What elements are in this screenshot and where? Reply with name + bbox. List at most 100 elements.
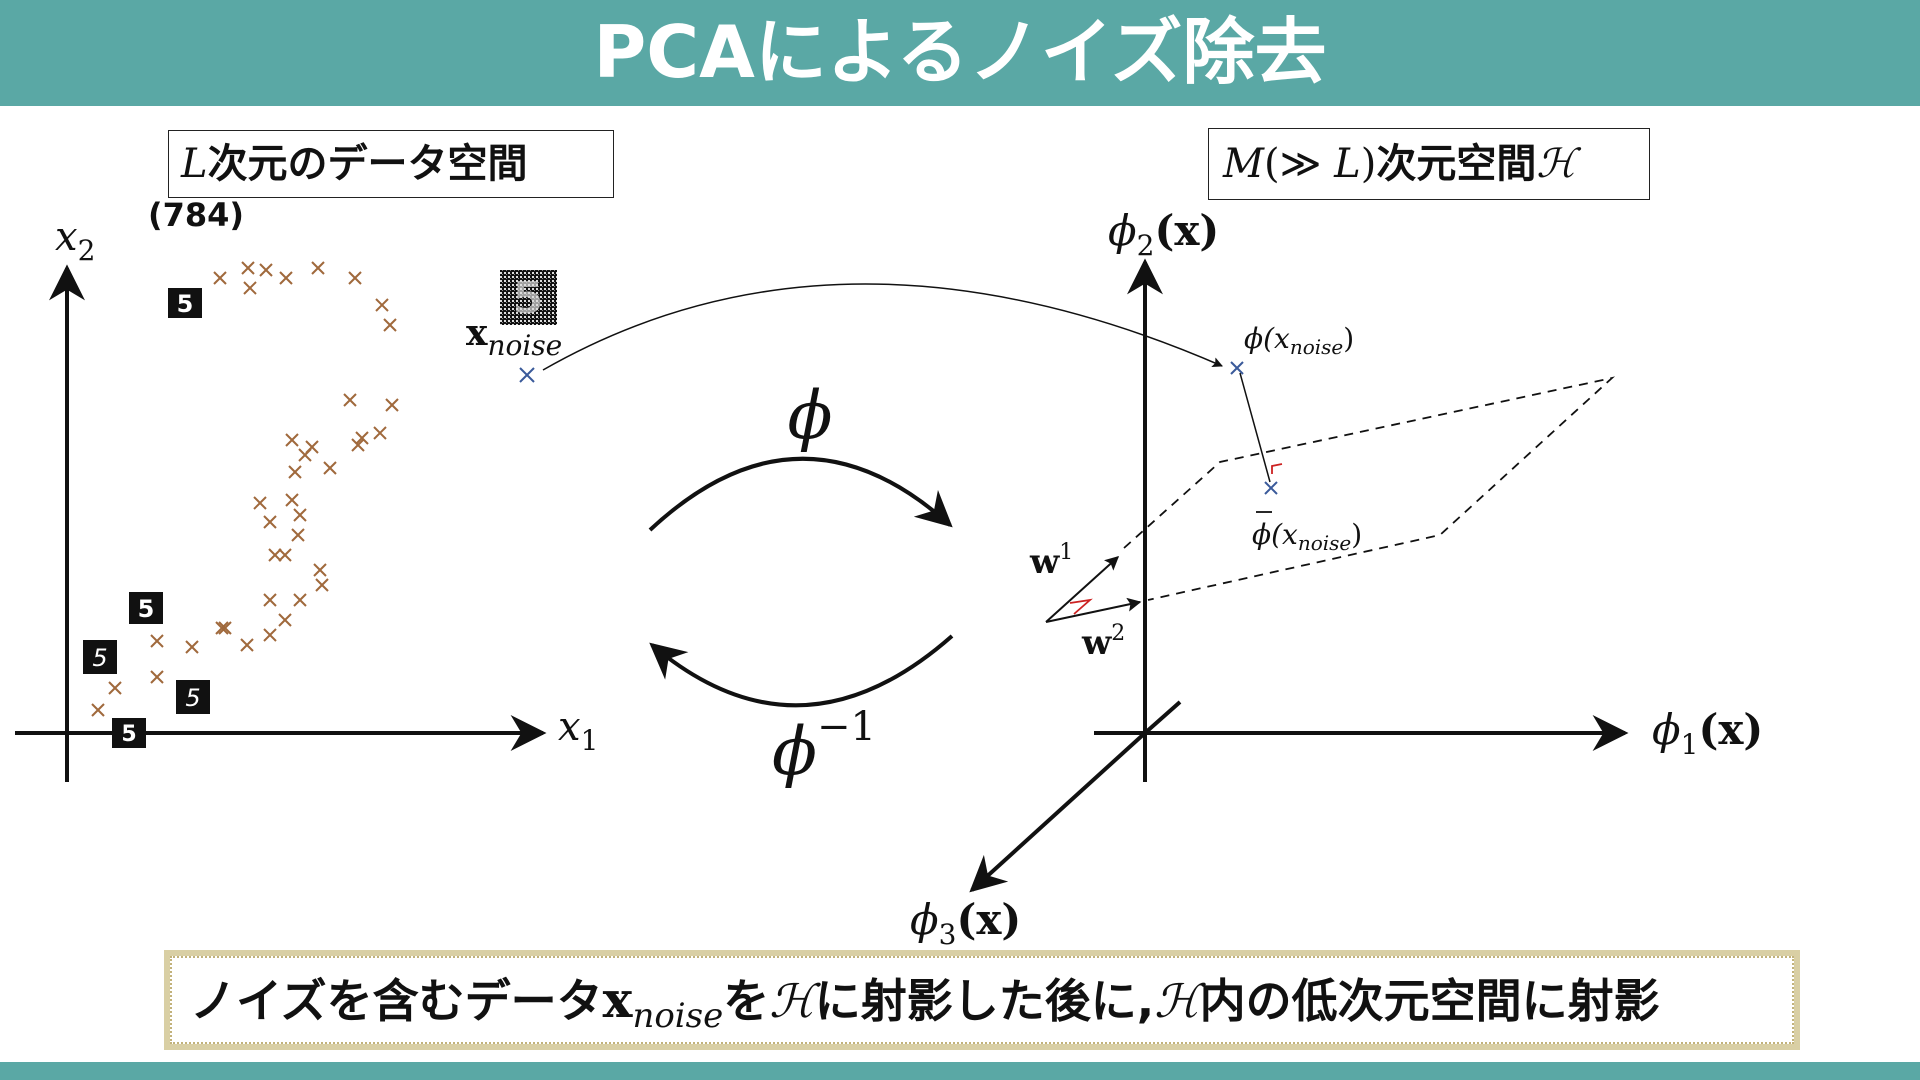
digit-thumbnail: 5 <box>83 640 117 674</box>
svg-text:5: 5 <box>92 644 107 672</box>
data-point-cross <box>150 634 164 648</box>
data-point-cross <box>385 398 399 412</box>
data-point-cross <box>150 670 164 684</box>
svg-text:5: 5 <box>185 684 200 712</box>
digit-thumbnail: 5 <box>112 718 146 748</box>
data-point-cross <box>279 271 293 285</box>
noise-point-marker <box>519 367 535 383</box>
phi2-axis-label: ϕ2(x) <box>1108 206 1219 262</box>
noisy-digit-image <box>500 270 557 325</box>
data-point-cross <box>91 703 105 717</box>
left-space-label-text: 次元のデータ空間 <box>207 141 528 187</box>
data-point-cross <box>259 263 273 277</box>
data-points <box>91 261 399 717</box>
digit-thumbnail: 5 <box>176 680 210 714</box>
data-point-cross <box>218 621 232 635</box>
data-point-cross <box>278 613 292 627</box>
data-point-cross <box>351 438 365 452</box>
w1-vector <box>1045 556 1120 623</box>
data-point-cross <box>263 515 277 529</box>
right-space-much-greater: (≫ <box>1263 141 1335 187</box>
data-point-cross <box>311 261 325 275</box>
noise-point-label: xnoise <box>466 312 562 362</box>
w-right-angle-mark <box>1069 598 1093 615</box>
phi-inverse-label: ϕ−1 <box>772 704 876 790</box>
right-space-m-symbol: M <box>1223 141 1264 187</box>
data-point-cross <box>253 496 267 510</box>
noisy-digit-glyph: 5 <box>513 273 544 324</box>
data-point-cross <box>278 548 292 562</box>
title-bar <box>0 0 1920 106</box>
data-point-cross <box>240 638 254 652</box>
caption-part-3: に射影した後に, <box>814 974 1155 1028</box>
svg-text:5: 5 <box>177 290 194 318</box>
right-space-label: M(≫ L)次元空間ℋ <box>1208 128 1650 200</box>
right-phi3-axis-back <box>1143 700 1182 735</box>
digit-thumbnail: 5 <box>129 592 163 624</box>
phi3-axis-label: ϕ3(x) <box>910 895 1021 951</box>
data-point-cross <box>241 261 255 275</box>
left-y-axis-label: x2 <box>55 214 95 267</box>
caption-part-4: 内の低次元空間に射影 <box>1199 974 1660 1028</box>
caption-noise-subscript: noise <box>632 996 724 1037</box>
data-point-cross <box>315 578 329 592</box>
data-point-cross <box>213 271 227 285</box>
left-space-dim-value: (784) <box>148 196 245 234</box>
phi1-axis-label: ϕ1(x) <box>1652 705 1763 761</box>
data-point-cross <box>108 681 122 695</box>
hilbert-space-symbol: ℋ <box>1536 141 1576 187</box>
right-space-label-text: 次元空間 <box>1376 141 1537 187</box>
right-space-close-paren: ) <box>1360 141 1377 187</box>
left-space-label: L次元のデータ空間 <box>168 130 614 198</box>
data-point-cross <box>313 563 327 577</box>
data-point-cross <box>293 508 307 522</box>
mapping-curve <box>542 283 1223 371</box>
projected-noise-marker <box>1264 481 1278 495</box>
right-phi3-axis <box>969 731 1147 893</box>
caption-hilbert-1: ℋ <box>769 974 815 1028</box>
data-point-cross <box>355 431 369 445</box>
caption-part-2: を <box>723 974 770 1028</box>
data-point-cross <box>215 621 229 635</box>
caption-hilbert-2: ℋ <box>1154 974 1200 1028</box>
projection-line <box>1239 372 1271 483</box>
bottom-bar <box>0 1062 1920 1080</box>
svg-text:5: 5 <box>121 722 136 747</box>
w2-vector <box>1045 597 1142 623</box>
data-point-cross <box>285 433 299 447</box>
data-point-cross <box>305 440 319 454</box>
projection-right-angle-mark <box>1271 463 1283 474</box>
data-point-cross <box>343 393 357 407</box>
phi-forward-arrow <box>648 456 953 532</box>
data-point-cross <box>291 528 305 542</box>
data-point-cross <box>268 548 282 562</box>
page-title: PCAによるノイズ除去 <box>593 10 1327 94</box>
data-point-cross <box>185 640 199 654</box>
caption-text: ノイズを含むデータxnoiseをℋに射影した後に,ℋ内の低次元空間に射影 <box>190 965 1790 1037</box>
data-point-cross <box>288 465 302 479</box>
data-point-cross <box>263 593 277 607</box>
caption-part-1: ノイズを含むデータ <box>190 974 603 1028</box>
data-point-cross <box>263 628 277 642</box>
data-point-cross <box>375 298 389 312</box>
left-x-axis-label: x1 <box>558 704 598 757</box>
phi-noise-label: ϕ(xnoise) <box>1244 322 1354 359</box>
digit-thumbnail: 5 <box>168 288 202 318</box>
data-point-cross <box>383 318 397 332</box>
data-point-cross <box>293 593 307 607</box>
w2-label: w2 <box>1081 621 1125 663</box>
principal-subspace-plane <box>1123 376 1616 601</box>
data-point-cross <box>323 461 337 475</box>
data-point-cross <box>285 493 299 507</box>
phi-noise-marker <box>1230 361 1244 375</box>
svg-text:5: 5 <box>138 595 155 623</box>
data-point-cross <box>243 281 257 295</box>
data-point-cross <box>373 426 387 440</box>
left-space-dim-symbol: L <box>181 141 208 187</box>
w1-label: w1 <box>1029 540 1073 582</box>
caption-box <box>164 950 1800 1050</box>
caption-x-noise: x <box>602 970 633 1029</box>
right-space-l-symbol: L <box>1334 141 1361 187</box>
data-point-cross <box>348 271 362 285</box>
